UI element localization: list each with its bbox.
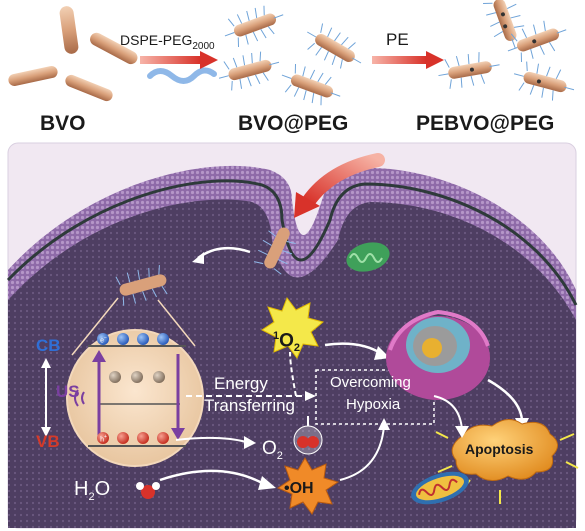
pe-label: PE — [386, 30, 409, 49]
entry-arrow — [294, 153, 385, 218]
bvo-peg-label: BVO@PEG — [238, 112, 349, 135]
electron-charge: − — [103, 335, 107, 341]
vb-label: VB — [36, 432, 60, 451]
singlet-oxygen-symbol: O — [279, 330, 294, 352]
hole-glyph: h+ — [99, 433, 108, 444]
singlet-oxygen-superscript: 1 — [273, 330, 280, 342]
apoptosis-body — [435, 419, 579, 504]
nucleus — [386, 309, 490, 400]
bvo-peg-nanorods — [218, 5, 362, 106]
water-label: H2O — [74, 478, 110, 503]
dspe-peg-text: DSPE-PEG — [120, 32, 193, 48]
overcoming-label: Overcoming — [330, 374, 411, 391]
mitochondrion-green — [346, 242, 390, 272]
dspe-peg-subscript: 2000 — [192, 40, 215, 52]
bvo-nanorods — [8, 6, 138, 102]
bvo-label: BVO — [40, 112, 86, 135]
mitochondrion-bottom — [411, 471, 469, 505]
us-label: US — [56, 382, 80, 401]
apoptosis-label: Apoptosis — [465, 441, 534, 457]
electron-letter: e — [100, 337, 104, 345]
internalized-nanorod — [115, 265, 168, 306]
singlet-oxygen-star — [261, 296, 325, 359]
water-subscript: 2 — [88, 491, 95, 503]
arrow-1 — [140, 51, 218, 69]
hole-charge: + — [103, 434, 107, 440]
water-h: H — [74, 478, 89, 500]
hypoxia-label: Hypoxia — [346, 396, 401, 413]
dspe-peg-label: DSPE-PEG2000 — [120, 32, 215, 52]
water-molecule — [136, 482, 160, 499]
o2-label: O2 — [262, 438, 283, 462]
oxygen-bubble — [293, 425, 323, 455]
o2-subscript: 2 — [276, 449, 283, 462]
singlet-oxygen-subscript: 2 — [293, 342, 301, 355]
band-structure-zoom — [66, 329, 204, 467]
pebvo-peg-nanorods — [438, 0, 575, 101]
hydroxyl-label: •OH — [284, 480, 314, 497]
peg-molecule — [147, 67, 217, 84]
electron-glyph: e− — [99, 334, 108, 345]
synthesis-scheme — [8, 0, 575, 106]
energy-label: Energy — [214, 374, 268, 393]
entering-nanorod — [253, 227, 296, 275]
arrow-2 — [372, 51, 444, 69]
hydroxyl-radical-star — [276, 457, 340, 515]
cb-label: CB — [36, 336, 61, 355]
transferring-label: Transferring — [204, 396, 296, 415]
pebvo-peg-label: PEBVO@PEG — [416, 112, 555, 135]
hole-letter: h — [100, 436, 104, 444]
singlet-oxygen-label: 1O2 — [273, 330, 300, 354]
o2-symbol: O — [262, 438, 277, 459]
water-o: O — [94, 478, 111, 500]
cell-panel — [6, 142, 579, 529]
